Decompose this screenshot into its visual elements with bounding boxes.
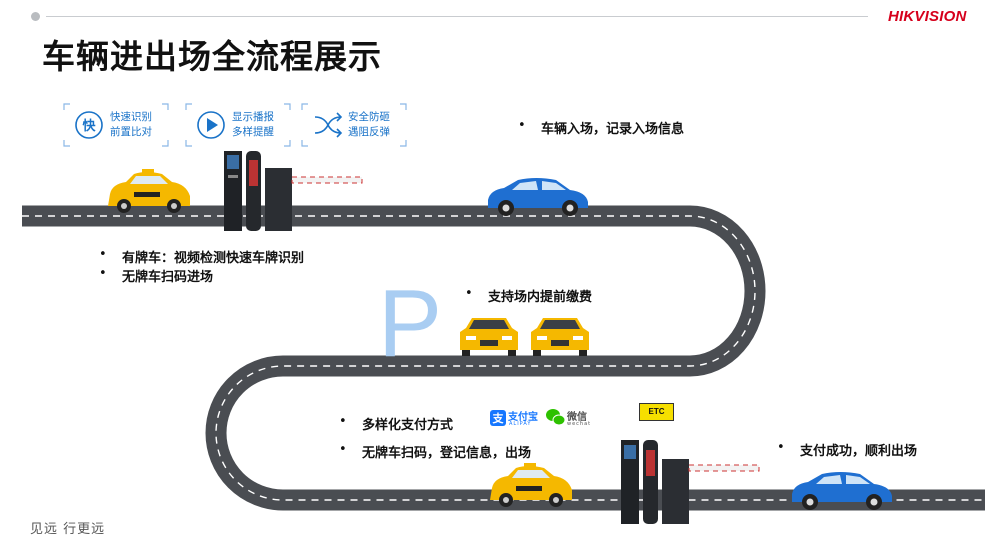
- play-icon: [197, 111, 225, 139]
- road-centerline: [22, 215, 985, 501]
- shuffle-icon: [314, 112, 343, 138]
- brand-logo: HIKVISION: [888, 8, 967, 25]
- feature-fast-recognition: 快速识别前置比对: [64, 104, 168, 146]
- feature-line1: 快速识别: [110, 111, 152, 123]
- parked-taxi-1: [460, 318, 518, 356]
- svg-text:支: 支: [492, 411, 505, 425]
- feature-line2: 前置比对: [110, 126, 152, 138]
- header-divider: [46, 16, 868, 17]
- feature-line2: 多样提醒: [232, 126, 274, 138]
- page-title: 车辆进出场全流程展示: [42, 37, 382, 76]
- alipay-icon: 支: [490, 410, 506, 426]
- etc-badge: ETC: [639, 403, 674, 421]
- exit-gate: [621, 440, 760, 524]
- alipay-label: 支付宝: [508, 412, 538, 423]
- feature-line1: 显示播报: [232, 111, 274, 123]
- bullet-no-plate-entry: 无牌车扫码进场: [99, 266, 213, 285]
- taxi-exit: [490, 463, 572, 507]
- feature-display-broadcast: 显示播报多样提醒: [186, 104, 290, 146]
- header-dot: [31, 12, 40, 21]
- parking-p: P: [378, 270, 442, 377]
- fast-recognition-icon: [75, 111, 103, 139]
- feature-line2: 遇阻反弹: [348, 126, 390, 138]
- bullet-payment-methods: 多样化支付方式: [339, 414, 453, 433]
- alipay-sub-label: ALIPAY: [509, 421, 532, 427]
- feature-line1: 安全防砸: [348, 111, 390, 123]
- wechat-sub-label: wechat: [567, 421, 592, 427]
- feature-anti-smash: 安全防砸遇阻反弹: [302, 104, 406, 146]
- wechat-label: 微信: [567, 412, 587, 423]
- bullet-entry: 车辆入场，记录入场信息: [518, 118, 684, 137]
- blue-car-exit: [792, 472, 892, 510]
- bullet-no-plate-exit: 无牌车扫码，登记信息，出场: [339, 442, 531, 461]
- bullet-prepay: 支持场内提前缴费: [465, 286, 592, 305]
- entry-gate: [224, 151, 363, 231]
- parked-taxi-2: [531, 318, 589, 356]
- wechat-icon: [546, 409, 566, 426]
- fast-recognition-icon-text: 快: [82, 118, 96, 134]
- footer-slogan: 见远 行更远: [30, 522, 106, 537]
- taxi-entry: [108, 169, 190, 213]
- blue-car-entry: [488, 178, 588, 216]
- bullet-plate-car: 有牌车：视频检测快速车牌识别: [99, 247, 304, 266]
- bullet-exit: 支付成功，顺利出场: [777, 440, 917, 459]
